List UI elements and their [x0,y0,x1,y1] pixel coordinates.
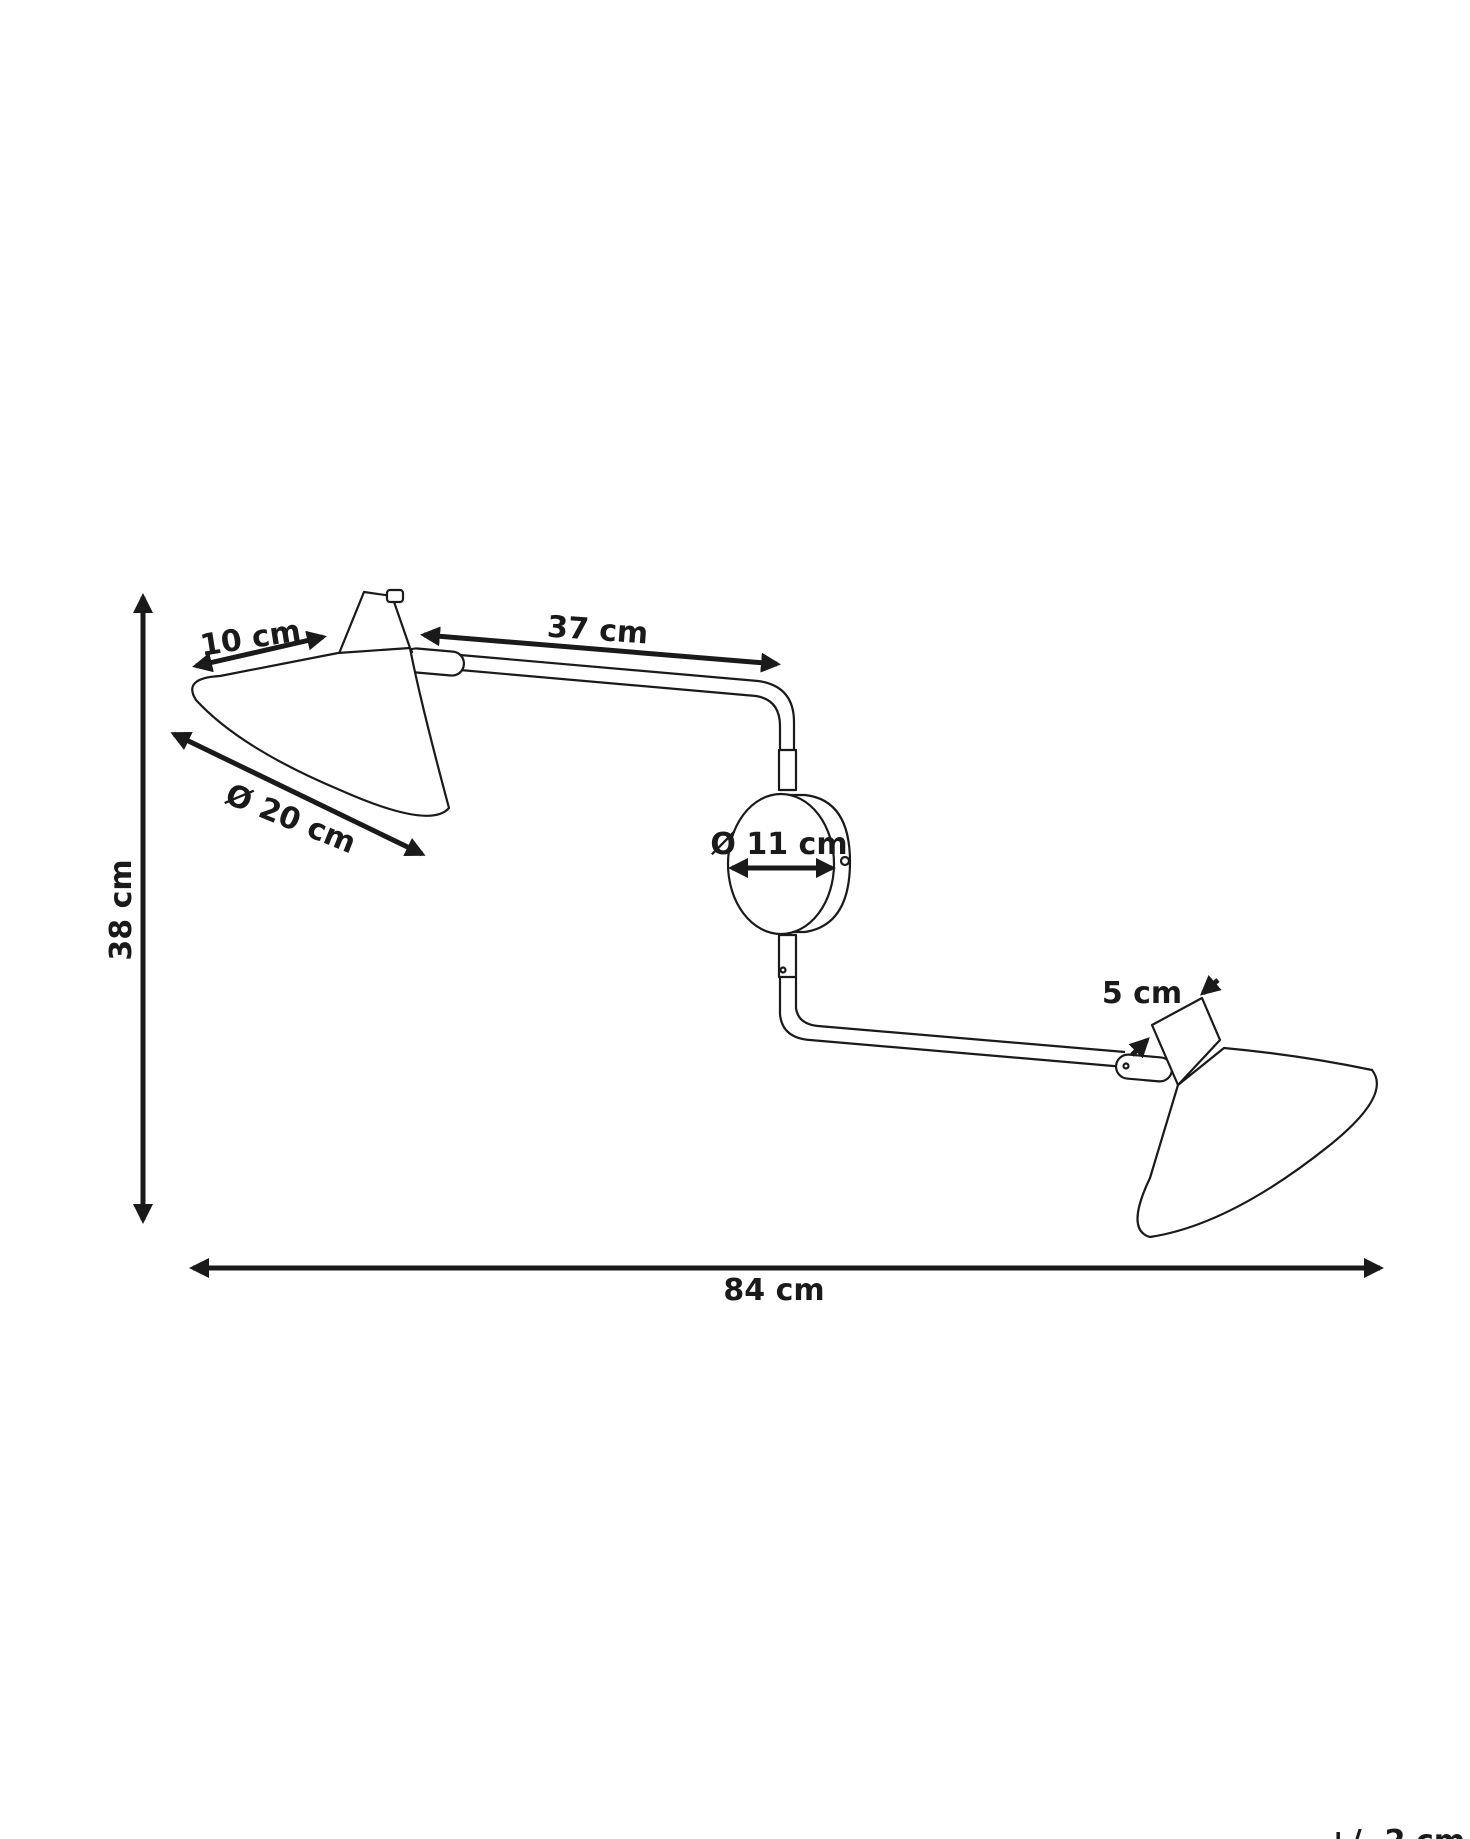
arm-length-label: 37 cm [546,610,649,652]
right-shade [1136,996,1378,1239]
dimension-lines [133,593,1384,1278]
tolerance-label: +/- 2 cm [1326,1824,1465,1839]
upper-collar [777,748,798,792]
total-width-label: 84 cm [723,1273,824,1308]
lower-arm [778,977,1126,1069]
lamp-illustration [191,588,1378,1239]
shade-diameter-dimension-line [170,731,426,857]
base-diameter-label: Ø 11 cm [710,827,847,862]
socket-diameter-label: 5 cm [1102,976,1182,1011]
shade-height-dimension-line [192,630,327,673]
socket-diameter-arrow-bottom [1128,1037,1150,1059]
shade-height-label: 10 cm [198,613,303,663]
arm-length-dimension-line [420,626,781,673]
total-height-label: 38 cm [104,859,139,960]
upper-arm-inner [459,668,782,752]
lower-arm-inner [794,977,1126,1054]
socket-diameter-arrow-top [1199,974,1222,996]
upper-arm [459,653,796,752]
wall-base [726,792,852,936]
